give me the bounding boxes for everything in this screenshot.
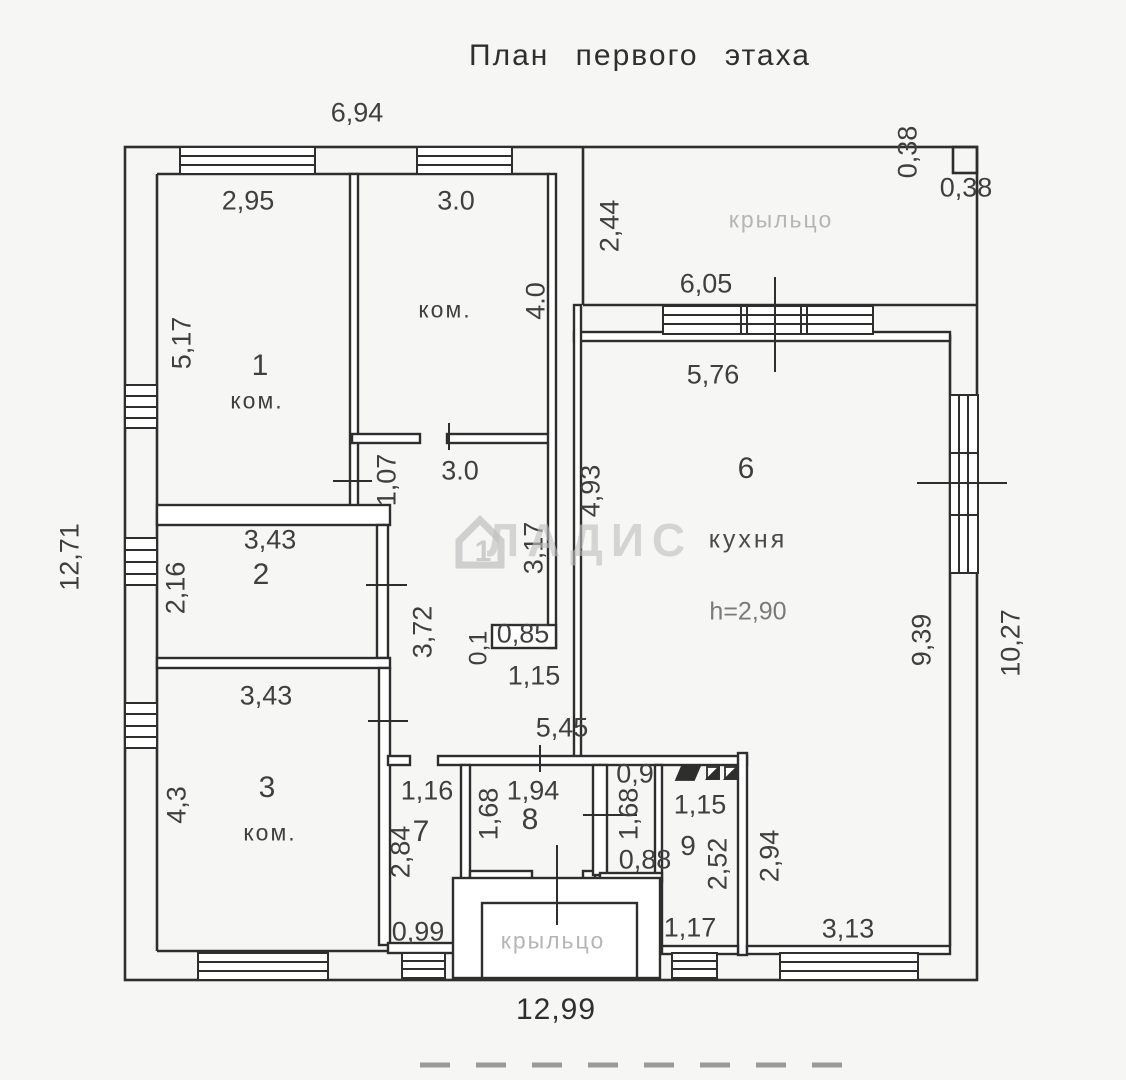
- dim-corridor-height: 3,72: [407, 605, 438, 659]
- dim-room3-height: 4,3: [161, 786, 192, 824]
- dim-room2-width: 3,43: [243, 524, 297, 555]
- room3-type-label: ком.: [243, 819, 297, 846]
- dim-room9-width-top: 0,9: [616, 758, 654, 789]
- dim-overall-right: 10,27: [995, 609, 1026, 677]
- dim-room9-height-right: 2,52: [702, 837, 733, 891]
- dim-kitchen-height-left: 4,93: [575, 464, 606, 518]
- dim-room3-width: 3,43: [239, 680, 293, 711]
- dim-room9-height-left: 1,68: [613, 787, 644, 841]
- dim-room7-height: 2,84: [385, 825, 416, 879]
- dim-room9-width-bottom: 0,88: [618, 844, 672, 875]
- room1-number: 1: [251, 349, 269, 382]
- interior-walls: [155, 172, 952, 957]
- dim-room9-height-outer: 2,94: [754, 829, 785, 883]
- dim-room1-height: 5,17: [166, 316, 197, 370]
- dim-room9-width-right: 1,15: [673, 789, 727, 820]
- dim-kitchen-height-right: 9,39: [906, 613, 937, 667]
- dim-room-mid-width: 3.0: [437, 185, 475, 216]
- dim-span-width: 5,45: [535, 712, 589, 743]
- kitchen-label: кухня: [708, 525, 788, 554]
- dim-niche-depth: 0,1: [464, 630, 493, 666]
- dim-room9-passage: 1,17: [663, 912, 717, 943]
- dim-room8-height: 1,68: [473, 787, 504, 841]
- room7-number: 7: [412, 815, 430, 848]
- dim-room-mid-height: 4.0: [520, 282, 551, 320]
- room1-type-label: ком.: [230, 387, 284, 414]
- dim-opening-width: 1,15: [507, 660, 561, 691]
- dim-corner-height: 0,38: [892, 125, 923, 179]
- house-watermark-icon: [455, 515, 505, 569]
- dim-room7-width-top: 1,16: [400, 775, 454, 806]
- dim-room1-width: 2,95: [221, 185, 275, 216]
- dim-kitchen-bottom-width: 3,13: [821, 913, 875, 944]
- dim-overall-bottom: 12,99: [515, 993, 597, 1026]
- tick-marks: [333, 277, 1007, 925]
- dim-kitchen-width: 5,76: [686, 359, 740, 390]
- room2-number: 2: [252, 558, 270, 591]
- dim-hall-width: 3.0: [441, 455, 479, 486]
- dim-hall-wall-segment: 1,07: [371, 453, 402, 507]
- porch-top-label: крыльцо: [728, 206, 834, 233]
- kitchen-ceiling-height: h=2,90: [709, 597, 787, 626]
- dim-room8-width: 1,94: [506, 775, 560, 806]
- room3-number: 3: [258, 771, 276, 804]
- dim-overall-left: 12,71: [54, 523, 85, 591]
- kitchen-number: 6: [737, 452, 755, 485]
- porch-bottom-label: крыльцо: [500, 927, 606, 954]
- room-mid-type-label: ком.: [418, 296, 472, 323]
- watermark-text: ЛАДИС: [486, 514, 694, 566]
- dim-corner-width: 0,38: [939, 172, 993, 203]
- dim-porch-top-height: 2,44: [594, 199, 625, 253]
- page-title: План первого этаха: [469, 39, 811, 72]
- vent-duct-icons: [674, 764, 738, 781]
- dim-room2-height: 2,16: [160, 561, 191, 615]
- dim-kitchen-window-row: 6,05: [679, 268, 733, 299]
- dim-room7-width-bottom: 0,99: [391, 916, 445, 947]
- dim-overall-top: 6,94: [330, 97, 384, 128]
- dim-niche-width: 0,85: [496, 618, 550, 649]
- room8-number: 8: [521, 803, 539, 836]
- room9-number: 9: [680, 830, 696, 861]
- watermark-digit: 1: [474, 535, 492, 568]
